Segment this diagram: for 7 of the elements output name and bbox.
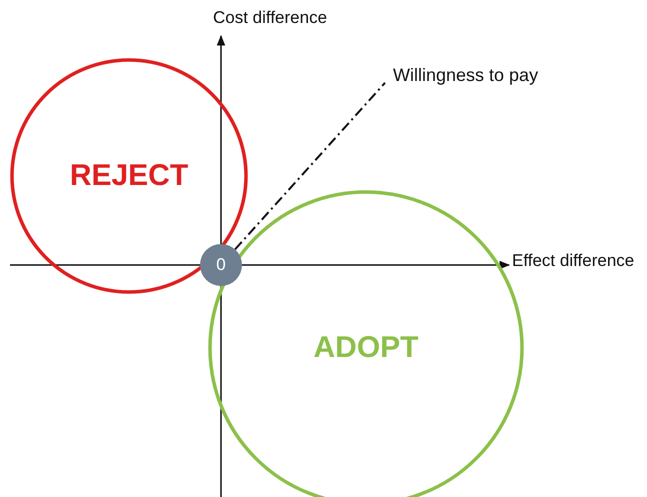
region-label: ADOPT (314, 331, 418, 365)
axis-label: Effect difference (512, 251, 634, 271)
label-text: Willingness to pay (393, 64, 538, 86)
region-label: 0 (216, 255, 226, 275)
threshold-line (234, 82, 386, 250)
axis-label: Cost difference (213, 8, 328, 28)
region-label: REJECT (70, 159, 188, 193)
